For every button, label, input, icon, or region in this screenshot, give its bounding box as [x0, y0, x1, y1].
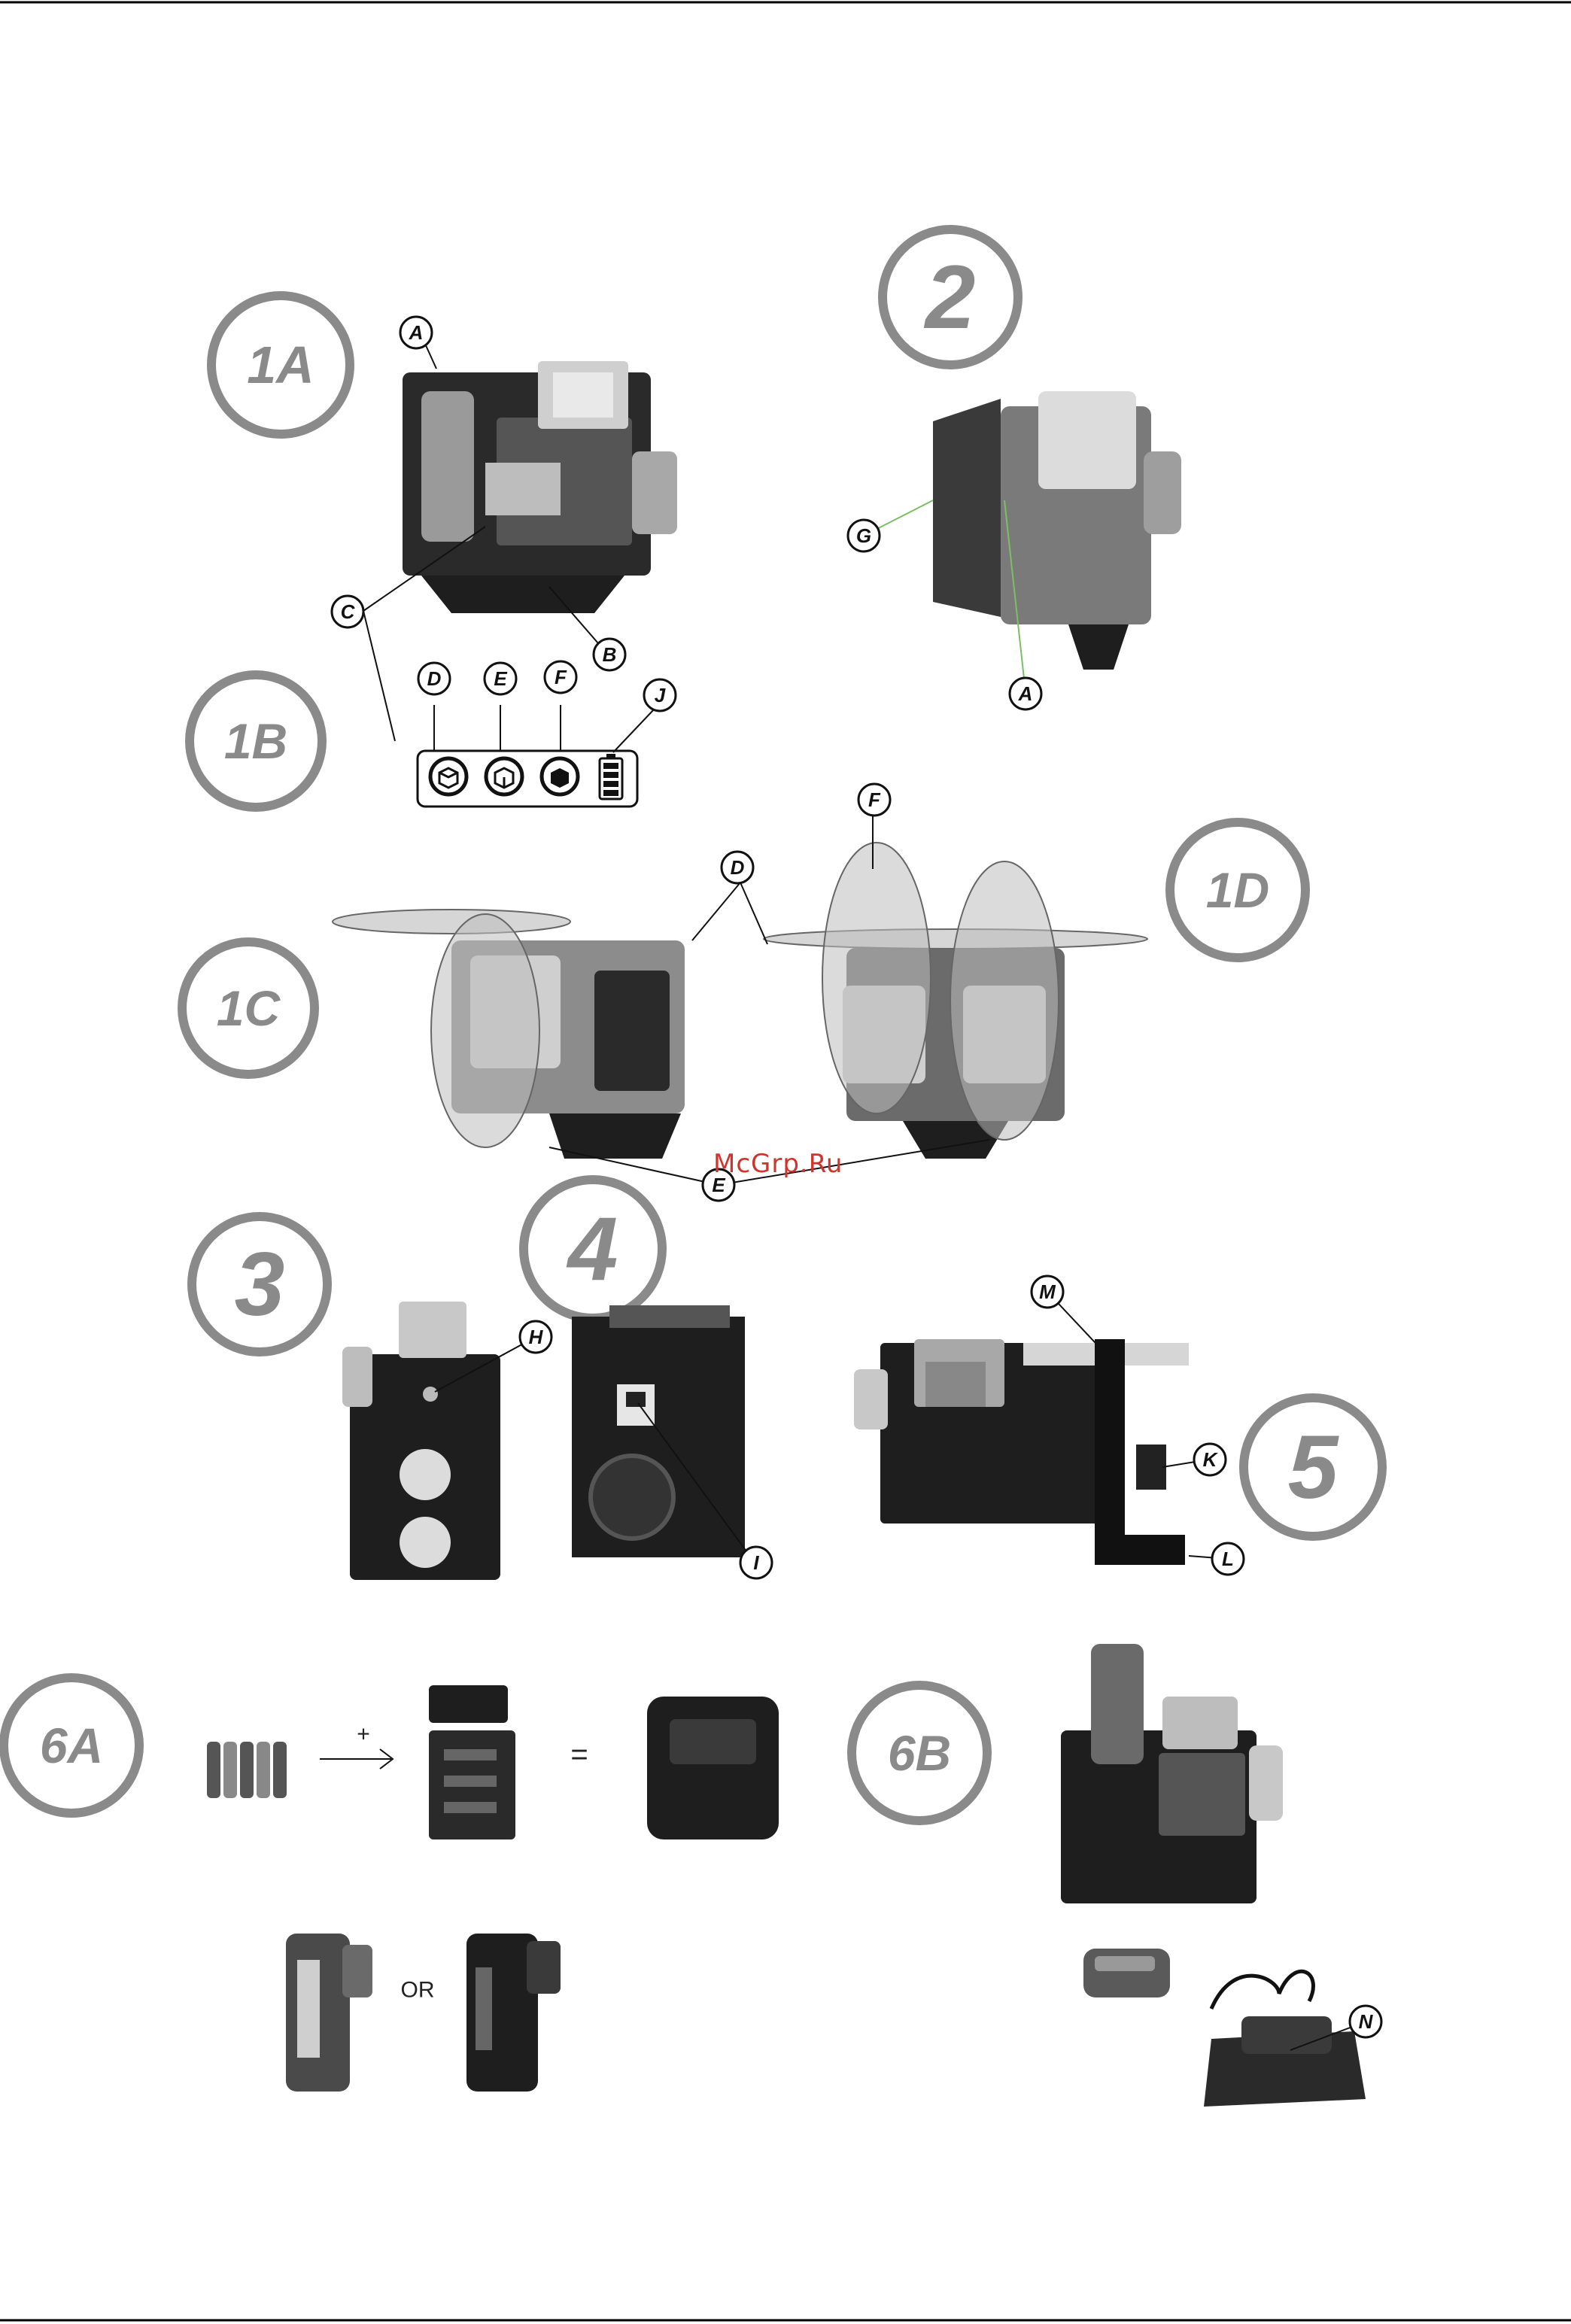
svg-text:K: K: [1203, 1448, 1219, 1471]
callout-e-1: E: [485, 663, 516, 694]
fig1d-laser-planes: [764, 843, 1147, 1159]
fig1c-laser-planes: [333, 910, 685, 1159]
figure-3-label: 3: [235, 1234, 285, 1335]
laser-vertical-2-icon: [542, 758, 578, 794]
callout-m: M: [1032, 1276, 1063, 1308]
svg-text:A: A: [409, 321, 424, 344]
svg-text:L: L: [1222, 1548, 1234, 1570]
figure-1a-label: 1A: [247, 336, 314, 394]
callout-g: G: [848, 520, 880, 551]
fig1a-laser-illustration: [403, 361, 677, 613]
svg-text:D: D: [427, 667, 442, 690]
callout-c: C: [332, 596, 363, 627]
figure-1d-badge: 1D: [1170, 822, 1305, 958]
svg-text:M: M: [1039, 1280, 1056, 1303]
figure-6a-label: 6A: [40, 1718, 103, 1773]
fig6a-battery-adapter: [647, 1697, 779, 1839]
figure-5-label: 5: [1288, 1417, 1340, 1517]
figure-6a-badge: 6A: [4, 1678, 139, 1813]
fig6a-aa-battery-pack: [429, 1685, 515, 1839]
svg-text:A: A: [1018, 682, 1033, 705]
fig3-laser-rear: [342, 1302, 500, 1580]
fig5-laser-wall-mount: [854, 1339, 1189, 1565]
svg-text:F: F: [868, 788, 881, 811]
fig6b-laser-with-battery: [1061, 1644, 1283, 1903]
svg-text:N: N: [1359, 2010, 1374, 2033]
figure-1a-badge: 1A: [211, 296, 350, 434]
figure-6b-label: 6B: [888, 1725, 951, 1781]
svg-text:H: H: [529, 1326, 544, 1348]
figure-2-badge: 2: [883, 229, 1018, 365]
fig2-laser-in-bracket: [933, 391, 1181, 670]
callout-f-1: F: [545, 661, 576, 693]
callout-k: K: [1194, 1444, 1226, 1475]
or-label: OR: [401, 1978, 435, 2003]
callout-i: I: [740, 1547, 772, 1578]
svg-text:I: I: [753, 1551, 759, 1574]
laser-vertical-icon: [486, 758, 522, 794]
callout-b: B: [594, 639, 625, 670]
equals-sign: =: [570, 1738, 588, 1771]
figure-2-label: 2: [924, 247, 976, 348]
callout-a-1: A: [400, 317, 432, 348]
callout-d-2: D: [722, 852, 753, 883]
plus-sign: +: [357, 1722, 370, 1747]
svg-text:J: J: [655, 684, 666, 706]
svg-text:D: D: [731, 856, 745, 879]
callout-a-2: A: [1010, 678, 1041, 709]
callout-n: N: [1350, 2006, 1381, 2037]
figure-1c-label: 1C: [217, 980, 281, 1036]
callout-h: H: [520, 1321, 552, 1353]
fig6b-battery-pack: [1083, 1949, 1170, 1997]
figure-4-label: 4: [567, 1198, 618, 1299]
fig6b-charger: [1204, 1971, 1366, 2107]
callout-d-1: D: [418, 663, 450, 694]
svg-text:B: B: [603, 643, 617, 666]
figure-1c-badge: 1C: [182, 942, 315, 1074]
svg-text:G: G: [856, 524, 871, 547]
battery-level-icon: [600, 754, 622, 799]
svg-text:F: F: [555, 666, 567, 688]
fig6a-pack-option-2: [466, 1934, 561, 2092]
fig1b-control-panel: [418, 705, 655, 807]
figure-4-badge: 4: [524, 1180, 662, 1318]
svg-text:E: E: [494, 667, 507, 690]
fig6a-pack-option-1: [286, 1934, 372, 2092]
laser-horizontal-icon: [430, 758, 466, 794]
callout-f-2: F: [858, 784, 890, 816]
figure-1b-label: 1B: [224, 713, 287, 769]
svg-text:C: C: [341, 600, 356, 623]
figure-1d-label: 1D: [1206, 862, 1269, 918]
figure-6b-badge: 6B: [852, 1685, 987, 1821]
fig6a-aa-batteries: [207, 1742, 287, 1798]
figure-5-badge: 5: [1244, 1398, 1382, 1536]
callout-l: L: [1212, 1543, 1244, 1575]
callout-j: J: [644, 679, 676, 711]
watermark-text: McGrp.Ru: [713, 1149, 843, 1179]
figure-3-badge: 3: [192, 1217, 327, 1352]
figure-1b-badge: 1B: [190, 675, 322, 807]
